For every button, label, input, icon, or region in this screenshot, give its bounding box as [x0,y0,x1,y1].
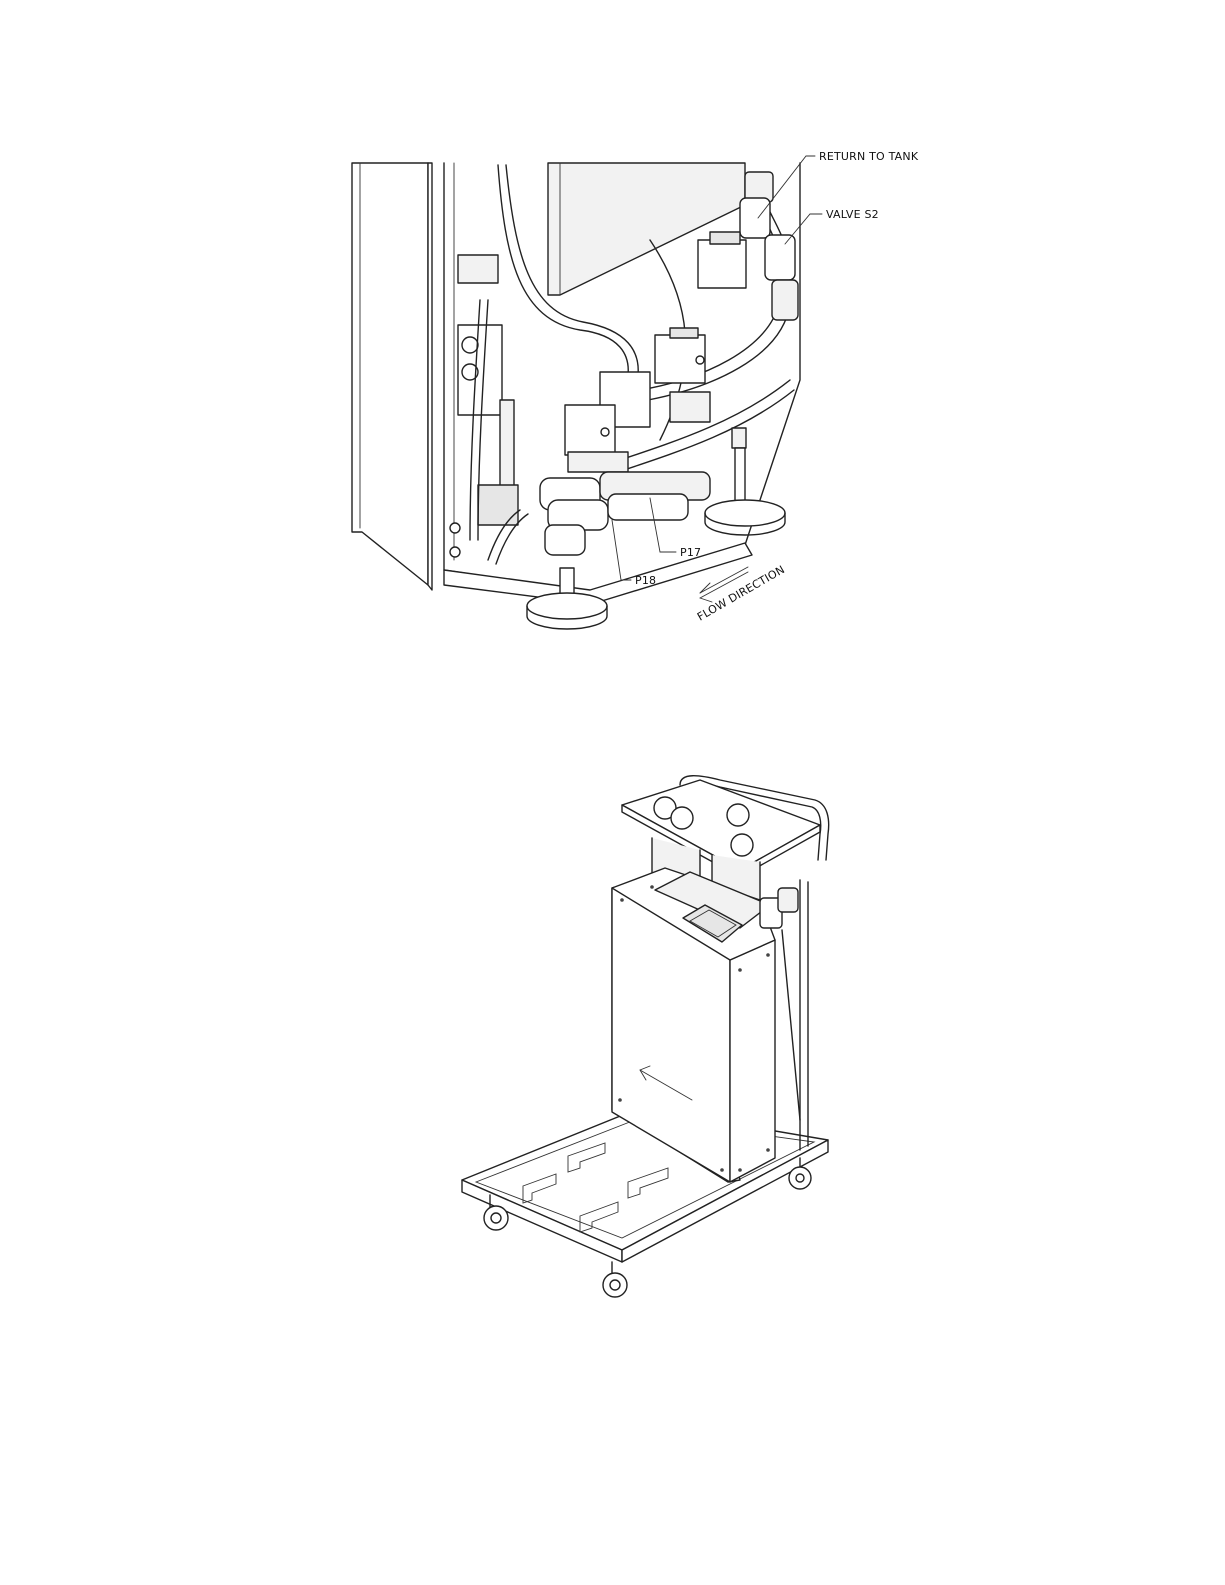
filter-housings [652,838,760,900]
label-valve-s2: VALVE S2 [826,208,879,221]
main-unit [612,868,775,1182]
cart-base [462,1108,828,1262]
label-p18: P18 [635,574,656,587]
gauge-icon [654,797,676,819]
cart-handle [680,776,829,1150]
display-screen [683,905,742,942]
label-p17: P17 [680,546,701,559]
left-component-column [458,255,518,525]
solenoid-valves [565,328,710,472]
label-return-to-tank: RETURN TO TANK [819,150,919,163]
casters [484,1158,811,1297]
valve-assembly-figure: RETURN TO TANK VALVE S2 P17 P18 FLOW DIR… [0,0,1225,700]
inline-filters [488,472,710,564]
gauge-panel [622,780,820,877]
side-valve [760,888,800,1120]
